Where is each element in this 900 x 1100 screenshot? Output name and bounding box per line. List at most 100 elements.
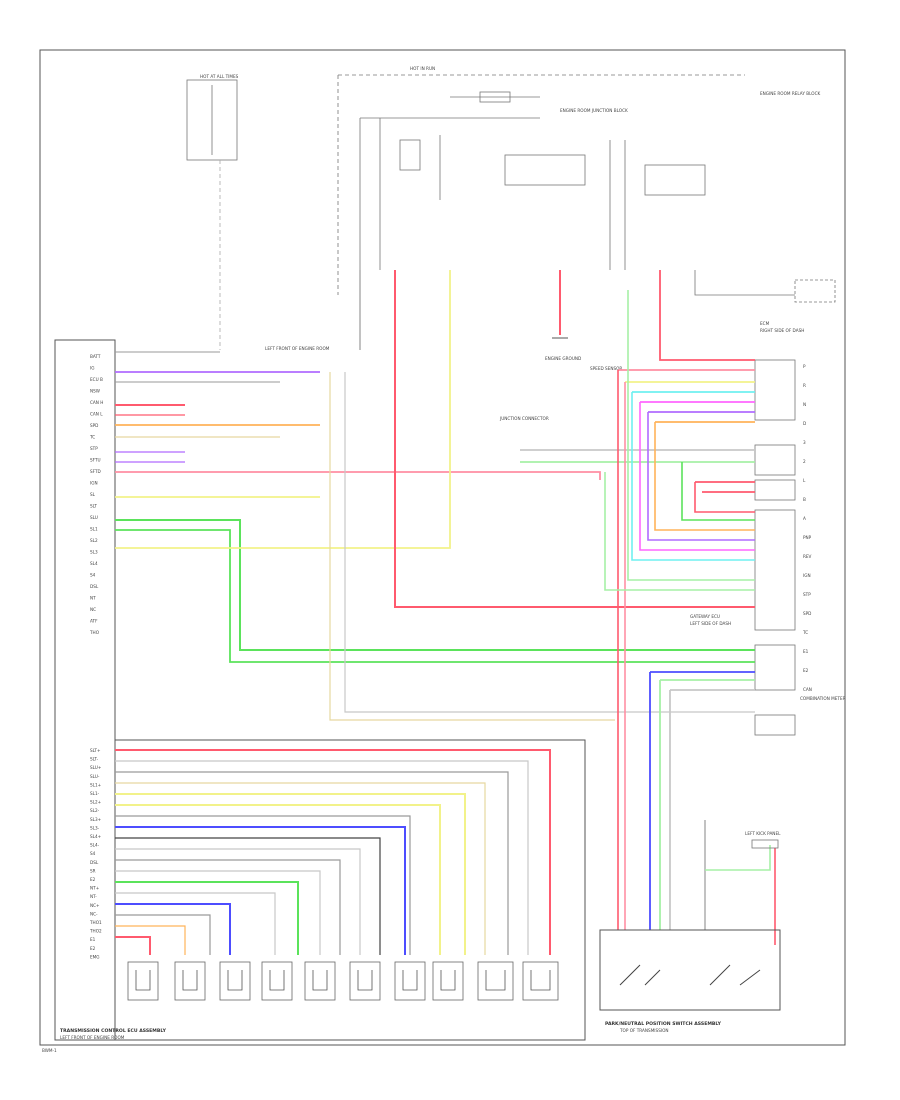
ecm-location-label: RIGHT SIDE OF DASH — [760, 328, 804, 333]
right-connector-pin-label: A — [803, 516, 806, 521]
right-connector-block-6 — [754, 714, 796, 736]
tcm-lower-pin-label: SLT- — [90, 757, 99, 762]
wire-solenoid-0 — [115, 749, 551, 955]
right-connector-block-5 — [754, 644, 796, 691]
tcm-left-pin-label: ATF — [90, 619, 98, 624]
wire-c4 — [639, 402, 755, 551]
wire-relay-red — [394, 270, 755, 608]
wire-sl — [115, 519, 755, 651]
page-frame — [39, 49, 846, 1046]
ground-symbol-engine: ENGINE GROUND — [545, 270, 581, 361]
tcm-lower-pin-label: SL3+ — [90, 817, 102, 822]
wire-n1 — [649, 671, 755, 930]
right-connector-block-4 — [754, 509, 796, 631]
tcm-left-pin-label: CAN L — [90, 412, 103, 417]
tcm-left-pin-label: SPD — [90, 423, 98, 428]
wire-gray-long — [344, 372, 755, 713]
wire-solenoid-4 — [115, 793, 466, 955]
right-connector-pin-label: STP — [803, 592, 811, 597]
tcm-left-pin-label: IGN — [90, 481, 98, 486]
page-number: BWM-1 — [42, 1048, 57, 1053]
tcm-lower-pin-label: NT+ — [90, 886, 100, 891]
tcm-lower-pin-label: SLU+ — [90, 765, 102, 770]
wire-c10 — [627, 290, 755, 581]
tcm-lower-pin-label: THO2 — [89, 929, 102, 934]
wire-solenoid-10 — [115, 859, 341, 955]
solenoid-box — [219, 961, 251, 1001]
wire-slu — [115, 270, 451, 549]
ground-kick-label: LEFT KICK PANEL — [745, 831, 781, 836]
tcm-lower-pin-label: E2 — [90, 946, 96, 951]
neutral-switch-box — [599, 929, 781, 1011]
solenoid-row — [127, 961, 559, 1001]
tcm-left-pin-label: SFTD — [90, 469, 101, 474]
tcm-left-pin-label: SFTU — [90, 458, 101, 463]
tcm-left-pin-label: TC — [89, 435, 95, 440]
solenoid-box — [394, 961, 426, 1001]
solenoid-coil — [402, 970, 418, 991]
joint-b-label: JUNCTION CONNECTOR — [499, 416, 549, 421]
tcm-lower-pin-label: NC+ — [90, 903, 100, 908]
tcm-left-pin-label: SL3 — [90, 550, 98, 555]
tcm-left-pin-label: SL2 — [90, 538, 98, 543]
ground-engine-label: ENGINE GROUND — [545, 356, 581, 361]
wire-solenoid-16 — [115, 925, 186, 955]
solenoid-coil — [530, 970, 551, 991]
tcm-left-pin-label: ECU B — [90, 377, 103, 382]
solenoid-box — [261, 961, 293, 1001]
solenoid-coil — [440, 970, 456, 991]
wire-c9 — [604, 472, 755, 591]
tcm-left-pin-label: SLU — [90, 515, 98, 520]
right-top-connector — [794, 279, 836, 303]
fuse-box-outline — [186, 79, 238, 161]
tcm-lower-pin-label: NC- — [90, 911, 98, 916]
tcm-left-pin-label: SL — [90, 492, 96, 497]
tcm-lower-pin-labels: SLT+SLT-SLU+SLU-SL1+SL1-SL2+SL2-SL3+SL3-… — [89, 748, 102, 959]
wire-c5 — [647, 412, 755, 541]
right-connector-pin-label: 3 — [803, 440, 806, 445]
gateway-location-label: LEFT SIDE OF DASH — [690, 621, 731, 626]
right-connector-pin-label: 2 — [803, 459, 806, 464]
tcm-left-pin-label: IG — [90, 366, 94, 371]
wire-solenoid-15 — [115, 914, 211, 955]
tcm-name-label: TRANSMISSION CONTROL ECU ASSEMBLY — [60, 1028, 167, 1034]
wire-solenoid-14 — [115, 903, 231, 955]
solenoid-box — [349, 961, 381, 1001]
sensor-label: SPEED SENSOR — [590, 366, 622, 371]
wire-solenoid-11 — [115, 870, 321, 955]
solenoid-coil — [485, 970, 506, 991]
wire-solenoid-2 — [115, 771, 509, 955]
tcm-lower-pin-label: SL1- — [90, 791, 100, 796]
tcm-lower-pin-label: DSL — [90, 860, 99, 865]
right-connector-pin-label: N — [803, 402, 806, 407]
wire-n5 — [705, 845, 771, 871]
fuse-top-center-caption: HOT IN RUN — [410, 66, 435, 71]
wire-solenoid-1 — [115, 760, 529, 955]
right-top-box-caption: ENGINE ROOM RELAY BLOCK — [760, 91, 821, 96]
solenoid-box — [522, 961, 559, 1001]
solenoid-coil — [357, 970, 373, 991]
tcm-left-pin-label: THO — [89, 630, 100, 635]
tcm-left-pin-label: NSW — [90, 389, 100, 394]
tcm-left-pin-label: SL4 — [90, 561, 98, 566]
solenoid-coil — [135, 970, 151, 991]
solenoid-box — [174, 961, 206, 1001]
wire-solenoid-8 — [115, 837, 381, 955]
wire-solenoid-6 — [115, 815, 411, 955]
tcm-lower-pin-label: SL2+ — [90, 800, 102, 805]
wire-solenoid-9 — [115, 848, 361, 955]
right-connector-pin-label: L — [803, 478, 806, 483]
tcm-lower-pin-label: SL4- — [90, 843, 100, 848]
wire-solenoid-5 — [115, 804, 441, 955]
tcm-left-pin-label: NC — [90, 607, 96, 612]
right-connector-pin-label: P — [803, 364, 806, 369]
wire-traces — [115, 270, 776, 955]
wire-n2 — [659, 679, 755, 930]
neutral-switch-location: TOP OF TRANSMISSION — [619, 1028, 669, 1033]
wire-solenoid-13 — [115, 892, 276, 955]
fuse-hot-at-all-times: HOT AT ALL TIMES — [186, 74, 239, 350]
tcm-left-pin-label: DSL — [90, 584, 99, 589]
wire-solenoid-17 — [115, 936, 151, 955]
right-connector-pin-label: IGN — [803, 573, 811, 578]
